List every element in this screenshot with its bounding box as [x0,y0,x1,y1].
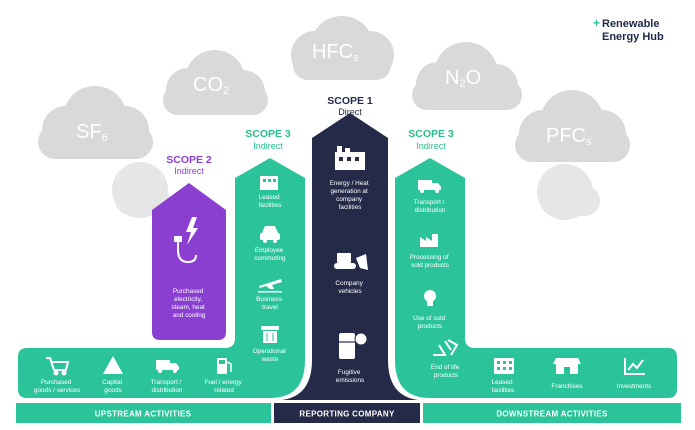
processing-factory-icon [420,234,438,247]
downstream-bar-label: DOWNSTREAM ACTIVITIES [496,410,608,419]
upstream-item-fuel: Fuel / energy related [204,358,243,394]
cloud-pfcs [515,90,630,162]
scope3-left-leased-label: Leased facilities [259,194,282,209]
scope3-right-subtitle: Indirect [416,141,446,151]
downstream-item-franchises: Franchises [551,358,583,390]
scope3-left-item-leased: Leased facilities [259,176,282,209]
leased-building-icon [260,176,278,190]
scope3-downstream-shape [395,158,677,398]
scope3-right-title: SCOPE 3 [408,128,454,140]
cloud-sf6 [38,86,153,159]
logo-line-2: Energy Hub [602,31,664,43]
scope3-right-use-label: Use of sold products [413,315,447,330]
scope1-item-energy: Energy / Heat generation at company faci… [330,146,371,211]
downstream-investments-label: Investments [617,383,651,390]
upstream-fuel-label: Fuel / energy related [204,379,243,394]
reporting-bar-label: REPORTING COMPANY [299,410,395,419]
gas-hfcs: HFCs [312,41,359,64]
downstream-item-leased: Leased facilities [492,358,515,394]
logo-plus: + [593,16,600,30]
waste-bin-icon [261,326,279,343]
scope3-right-item-use: Use of sold products [413,290,447,330]
clouds [38,16,630,220]
gas-n2o: N2O [445,67,481,90]
scope3-left-subtitle: Indirect [253,141,283,151]
scope2-subtitle: Indirect [174,166,204,176]
upstream-transport-label: Transport / distribution [151,379,183,394]
electricity-plug-icon [174,217,198,264]
downstream-item-investments: Investments [617,358,651,390]
franchise-store-icon [553,358,581,374]
scope1-energy-label: Energy / Heat generation at company faci… [330,180,371,211]
cloud-background-lower [112,162,600,220]
upstream-bar-label: UPSTREAM ACTIVITIES [95,410,192,419]
factory-icon [335,146,365,170]
recycle-icon [433,339,459,356]
truck-icon [156,360,179,373]
scope1-item-fugitive: Fugitive emissions [336,332,368,384]
brand-logo: + Renewable Energy Hub [593,16,664,43]
logo-line-1: Renewable [602,18,659,30]
capital-goods-icon [103,356,123,374]
cloud-co2 [163,50,268,115]
upstream-bar [16,403,271,423]
scope3-left-waste-label: Operational waste [253,348,288,363]
upstream-purchased-label: Purchased goods / services [34,379,80,394]
scope3-right-item-transport: Transport / distribution [414,180,446,214]
scope2-title: SCOPE 2 [166,154,212,166]
gas-co2: CO2 [193,74,229,97]
upstream-item-transport: Transport / distribution [151,360,183,394]
airplane-icon [258,279,282,293]
scope3-right-item-endoflife: End of life products [431,339,461,379]
shopping-cart-icon [46,357,70,376]
scope3-right-transport-label: Transport / distribution [414,199,446,214]
leased-building-icon [494,358,514,374]
scope3-right-endoflife-label: End of life products [431,364,461,379]
car-icon [260,226,280,243]
lightbulb-icon [424,290,436,306]
upstream-item-purchased-goods: Purchased goods / services [34,357,80,394]
cloud-hfcs [291,16,394,80]
downstream-leased-label: Leased facilities [492,379,515,394]
scope1-item-vehicles: Company vehicles [334,253,368,295]
scope1-fugitive-label: Fugitive emissions [336,369,364,384]
cloud-n2o [412,42,522,110]
scope1-vehicles-label: Company vehicles [335,280,364,295]
upstream-item-capital-goods: Capital goods [102,356,124,394]
reporting-bar [274,403,420,423]
scope1-title: SCOPE 1 [327,95,373,107]
scope3-left-travel-label: Business travel [256,296,284,311]
scope1-subtitle: Direct [338,107,362,117]
scope3-left-commuting-label: Employee commuting [254,247,286,262]
gas-sf6: SF6 [76,121,108,144]
downstream-bar [423,403,681,423]
scope3-left-title: SCOPE 3 [245,128,291,140]
investments-chart-icon [624,358,645,375]
bulldozer-icon [334,253,368,270]
refrigerator-icon [339,332,368,359]
fuel-pump-icon [217,358,232,374]
truck-icon [418,180,441,193]
scope3-left-item-travel: Business travel [256,279,284,311]
scope3-left-item-waste: Operational waste [253,326,288,363]
scope2-electricity-label: Purchased electricity, steam, heat and c… [171,288,206,319]
scope3-right-processing-label: Processing of sold products [410,254,451,269]
gas-pfcs: PFCs [546,125,592,148]
scope3-left-item-commuting: Employee commuting [254,226,286,262]
upstream-capital-label: Capital goods [102,379,124,394]
scope2-item-electricity: Purchased electricity, steam, heat and c… [171,217,206,319]
bottom-bar: UPSTREAM ACTIVITIES REPORTING COMPANY DO… [16,403,681,423]
downstream-franchises-label: Franchises [551,383,582,390]
scope3-right-item-processing: Processing of sold products [410,234,451,269]
